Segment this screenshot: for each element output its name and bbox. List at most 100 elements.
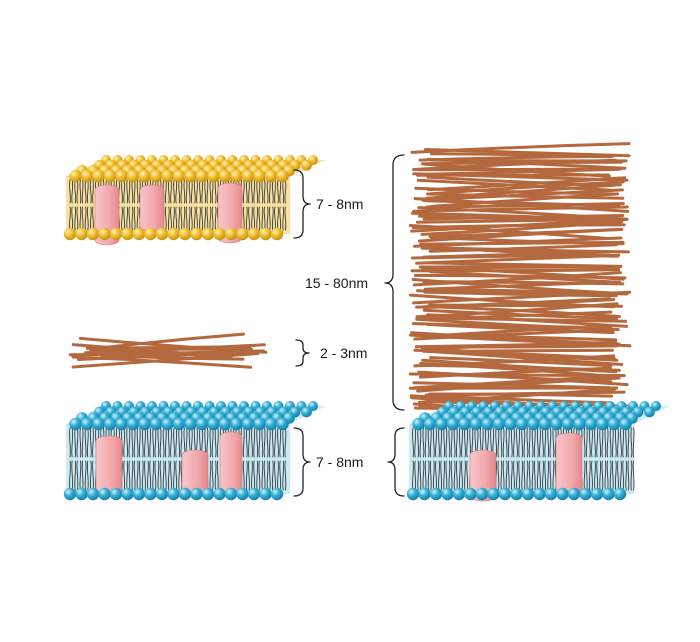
lipid-head bbox=[236, 487, 249, 501]
lipid-tail bbox=[76, 460, 79, 491]
lipid-tail bbox=[164, 427, 167, 458]
lipid-tail bbox=[92, 460, 94, 491]
lipid-tail bbox=[591, 460, 593, 491]
lipid-tail bbox=[69, 179, 71, 204]
lipid-head bbox=[144, 227, 157, 241]
lipid-head bbox=[80, 169, 94, 183]
lipid-head bbox=[247, 227, 261, 241]
inner-membrane-bilayer-left bbox=[63, 401, 326, 501]
lipid-head bbox=[132, 227, 146, 241]
lipid-head bbox=[504, 417, 517, 431]
lipid-tail bbox=[606, 460, 609, 491]
lipid-tail bbox=[458, 460, 461, 491]
lipid-head bbox=[98, 227, 111, 241]
lipid-tail bbox=[190, 206, 193, 231]
lipid-tail bbox=[71, 460, 74, 491]
lipid-tail bbox=[131, 427, 134, 458]
lipid-tail bbox=[76, 179, 79, 204]
lipid-tail bbox=[214, 206, 217, 231]
lipid-tail bbox=[542, 460, 544, 491]
lipid-tail bbox=[284, 427, 287, 458]
lipid-tail bbox=[609, 427, 612, 458]
lipid-tail bbox=[152, 460, 155, 491]
lipid-head bbox=[264, 417, 278, 431]
lipid-tail bbox=[279, 179, 282, 204]
lipid-tail bbox=[466, 460, 469, 491]
fiber-strand bbox=[425, 349, 624, 366]
lipid-tail bbox=[585, 460, 588, 491]
lipid-head bbox=[138, 169, 151, 183]
lipid-tail bbox=[248, 460, 250, 491]
lipid-tail bbox=[214, 179, 217, 204]
lipid-head bbox=[259, 227, 272, 241]
fiber-strand bbox=[429, 270, 622, 284]
fiber-strand bbox=[101, 332, 245, 350]
lipid-tail bbox=[594, 427, 596, 458]
lipid-tail bbox=[552, 427, 555, 458]
lipid-tail bbox=[141, 460, 144, 491]
lipid-head bbox=[487, 487, 500, 501]
lipid-tail bbox=[128, 179, 131, 204]
lipid-tail bbox=[178, 460, 181, 491]
membrane-protein bbox=[181, 449, 209, 494]
lipid-tail bbox=[531, 460, 534, 491]
lipid-head bbox=[441, 487, 454, 501]
lipid-tail bbox=[152, 427, 155, 458]
lipid-head bbox=[475, 487, 489, 501]
lipid-tail bbox=[74, 206, 77, 231]
lipid-tail bbox=[253, 427, 256, 458]
lipid-tail bbox=[123, 179, 126, 204]
lipid-head bbox=[230, 169, 243, 183]
lipid-tail bbox=[133, 206, 136, 231]
lipid-tail bbox=[258, 460, 261, 491]
lipid-tail bbox=[211, 460, 214, 491]
brace-thick-layer bbox=[384, 154, 405, 411]
lipid-tail bbox=[245, 179, 248, 204]
lipid-tail bbox=[617, 427, 619, 458]
lipid-tail bbox=[159, 460, 162, 491]
lipid-tail bbox=[256, 206, 259, 231]
lipid-tail bbox=[209, 427, 212, 458]
lipid-tail bbox=[284, 206, 287, 231]
lipid-tail bbox=[443, 460, 446, 491]
lipid-tail bbox=[121, 206, 123, 231]
lipid-head bbox=[452, 487, 466, 501]
lipid-tail bbox=[513, 427, 515, 458]
lipid-tail bbox=[274, 206, 276, 231]
lipid-tail bbox=[69, 427, 71, 458]
lipid-head bbox=[178, 487, 192, 501]
lipid-tail bbox=[214, 460, 217, 491]
fiber-strand bbox=[408, 224, 610, 240]
brace-inner-membrane-right bbox=[387, 427, 405, 497]
lipid-tail bbox=[585, 427, 588, 458]
lipid-tail bbox=[242, 206, 245, 231]
lipid-tail bbox=[627, 427, 630, 458]
lipid-tail bbox=[76, 427, 79, 458]
lipid-tail bbox=[523, 427, 526, 458]
lipid-tail bbox=[261, 179, 264, 204]
lipid-head bbox=[644, 406, 655, 418]
lipid-tail bbox=[528, 460, 531, 491]
lipid-tail bbox=[507, 460, 510, 491]
lipid-head bbox=[613, 487, 627, 501]
lipid-tail bbox=[448, 460, 451, 491]
lipid-tail bbox=[539, 460, 541, 491]
lipid-head bbox=[498, 487, 512, 501]
lipid-head bbox=[75, 487, 88, 501]
lipid-tail bbox=[596, 427, 599, 458]
lipid-head bbox=[521, 487, 535, 501]
lipid-tail bbox=[175, 460, 178, 491]
lipid-tail bbox=[500, 427, 503, 458]
lipid-tail bbox=[552, 460, 555, 491]
lipid-tail bbox=[126, 460, 129, 491]
brace-inner-membrane bbox=[293, 427, 311, 497]
lipid-tail bbox=[544, 460, 547, 491]
lipid-tail bbox=[245, 427, 248, 458]
lipid-head bbox=[590, 487, 604, 501]
lipid-tail bbox=[547, 460, 550, 491]
lipid-tail bbox=[523, 460, 526, 491]
lipid-tail bbox=[277, 460, 279, 491]
brace-outer-membrane bbox=[293, 169, 311, 239]
lipid-head bbox=[619, 417, 632, 431]
lipid-head bbox=[492, 417, 506, 431]
